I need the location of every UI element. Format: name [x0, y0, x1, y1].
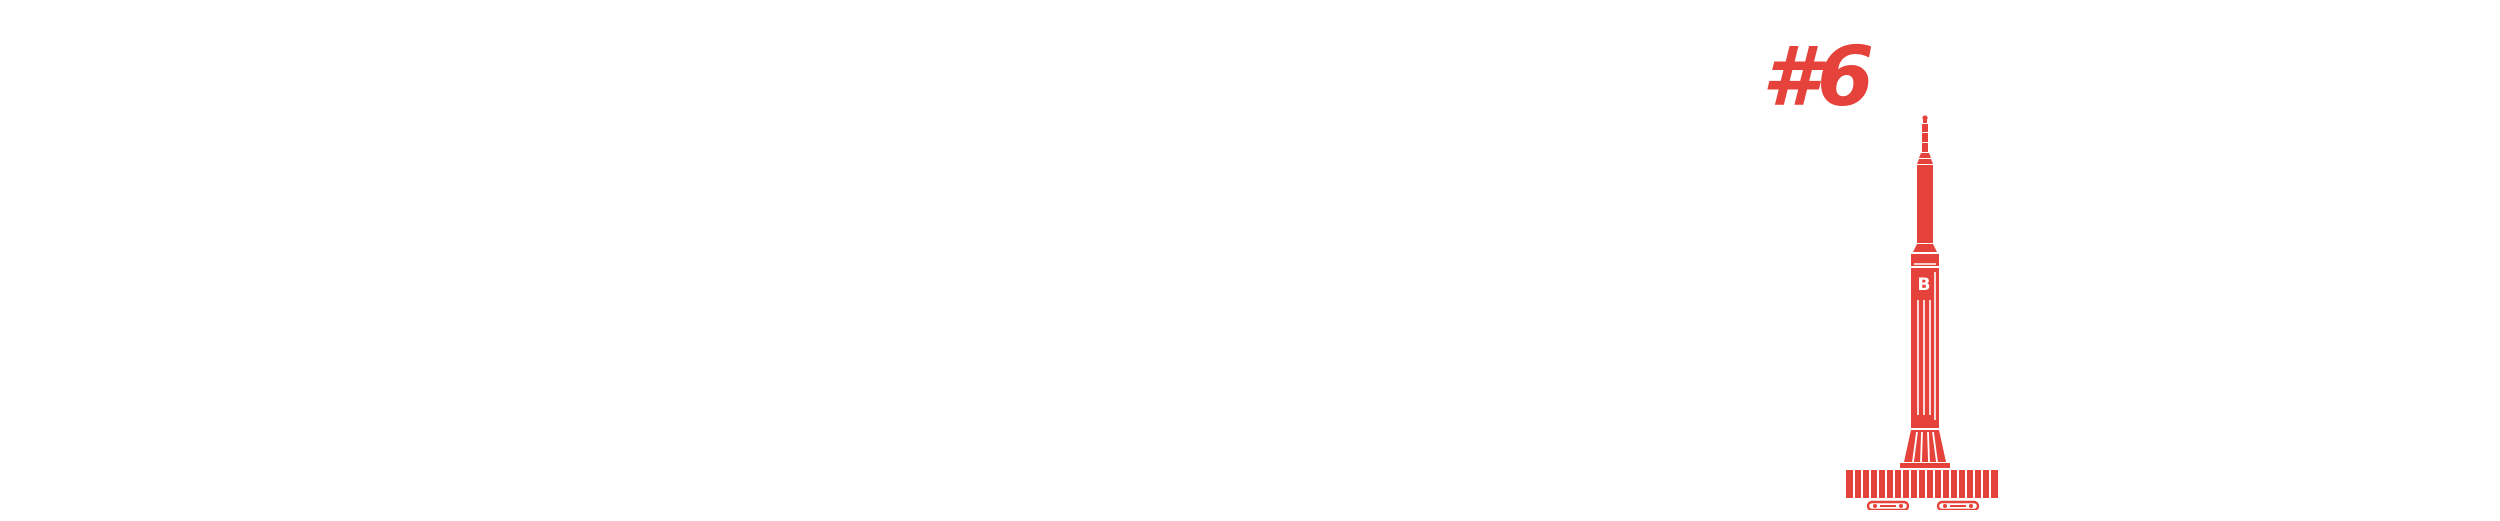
- crawler-track-left: [1866, 500, 1910, 510]
- launch-pad-platform: [1846, 470, 1998, 498]
- rocket-upper-stage: [1913, 165, 1937, 252]
- rocket-engine-skirt-lines: [1912, 431, 1938, 463]
- rocket-booster-details: [1914, 263, 1936, 420]
- crawler-track-right-wheels: [1943, 504, 1973, 508]
- rocket-engine-skirt: [1900, 430, 1950, 468]
- crawler-track-left-wheels: [1873, 504, 1903, 508]
- badge-number: #6: [1762, 30, 1874, 125]
- rocket-escape-tower: [1917, 115, 1933, 164]
- launch-pad-platform-ribs: [1853, 470, 1991, 498]
- rocket-icon: B: [1846, 115, 1998, 510]
- crawler-track-right: [1936, 500, 1980, 510]
- rocket-emblem-letter: B: [1918, 275, 1931, 295]
